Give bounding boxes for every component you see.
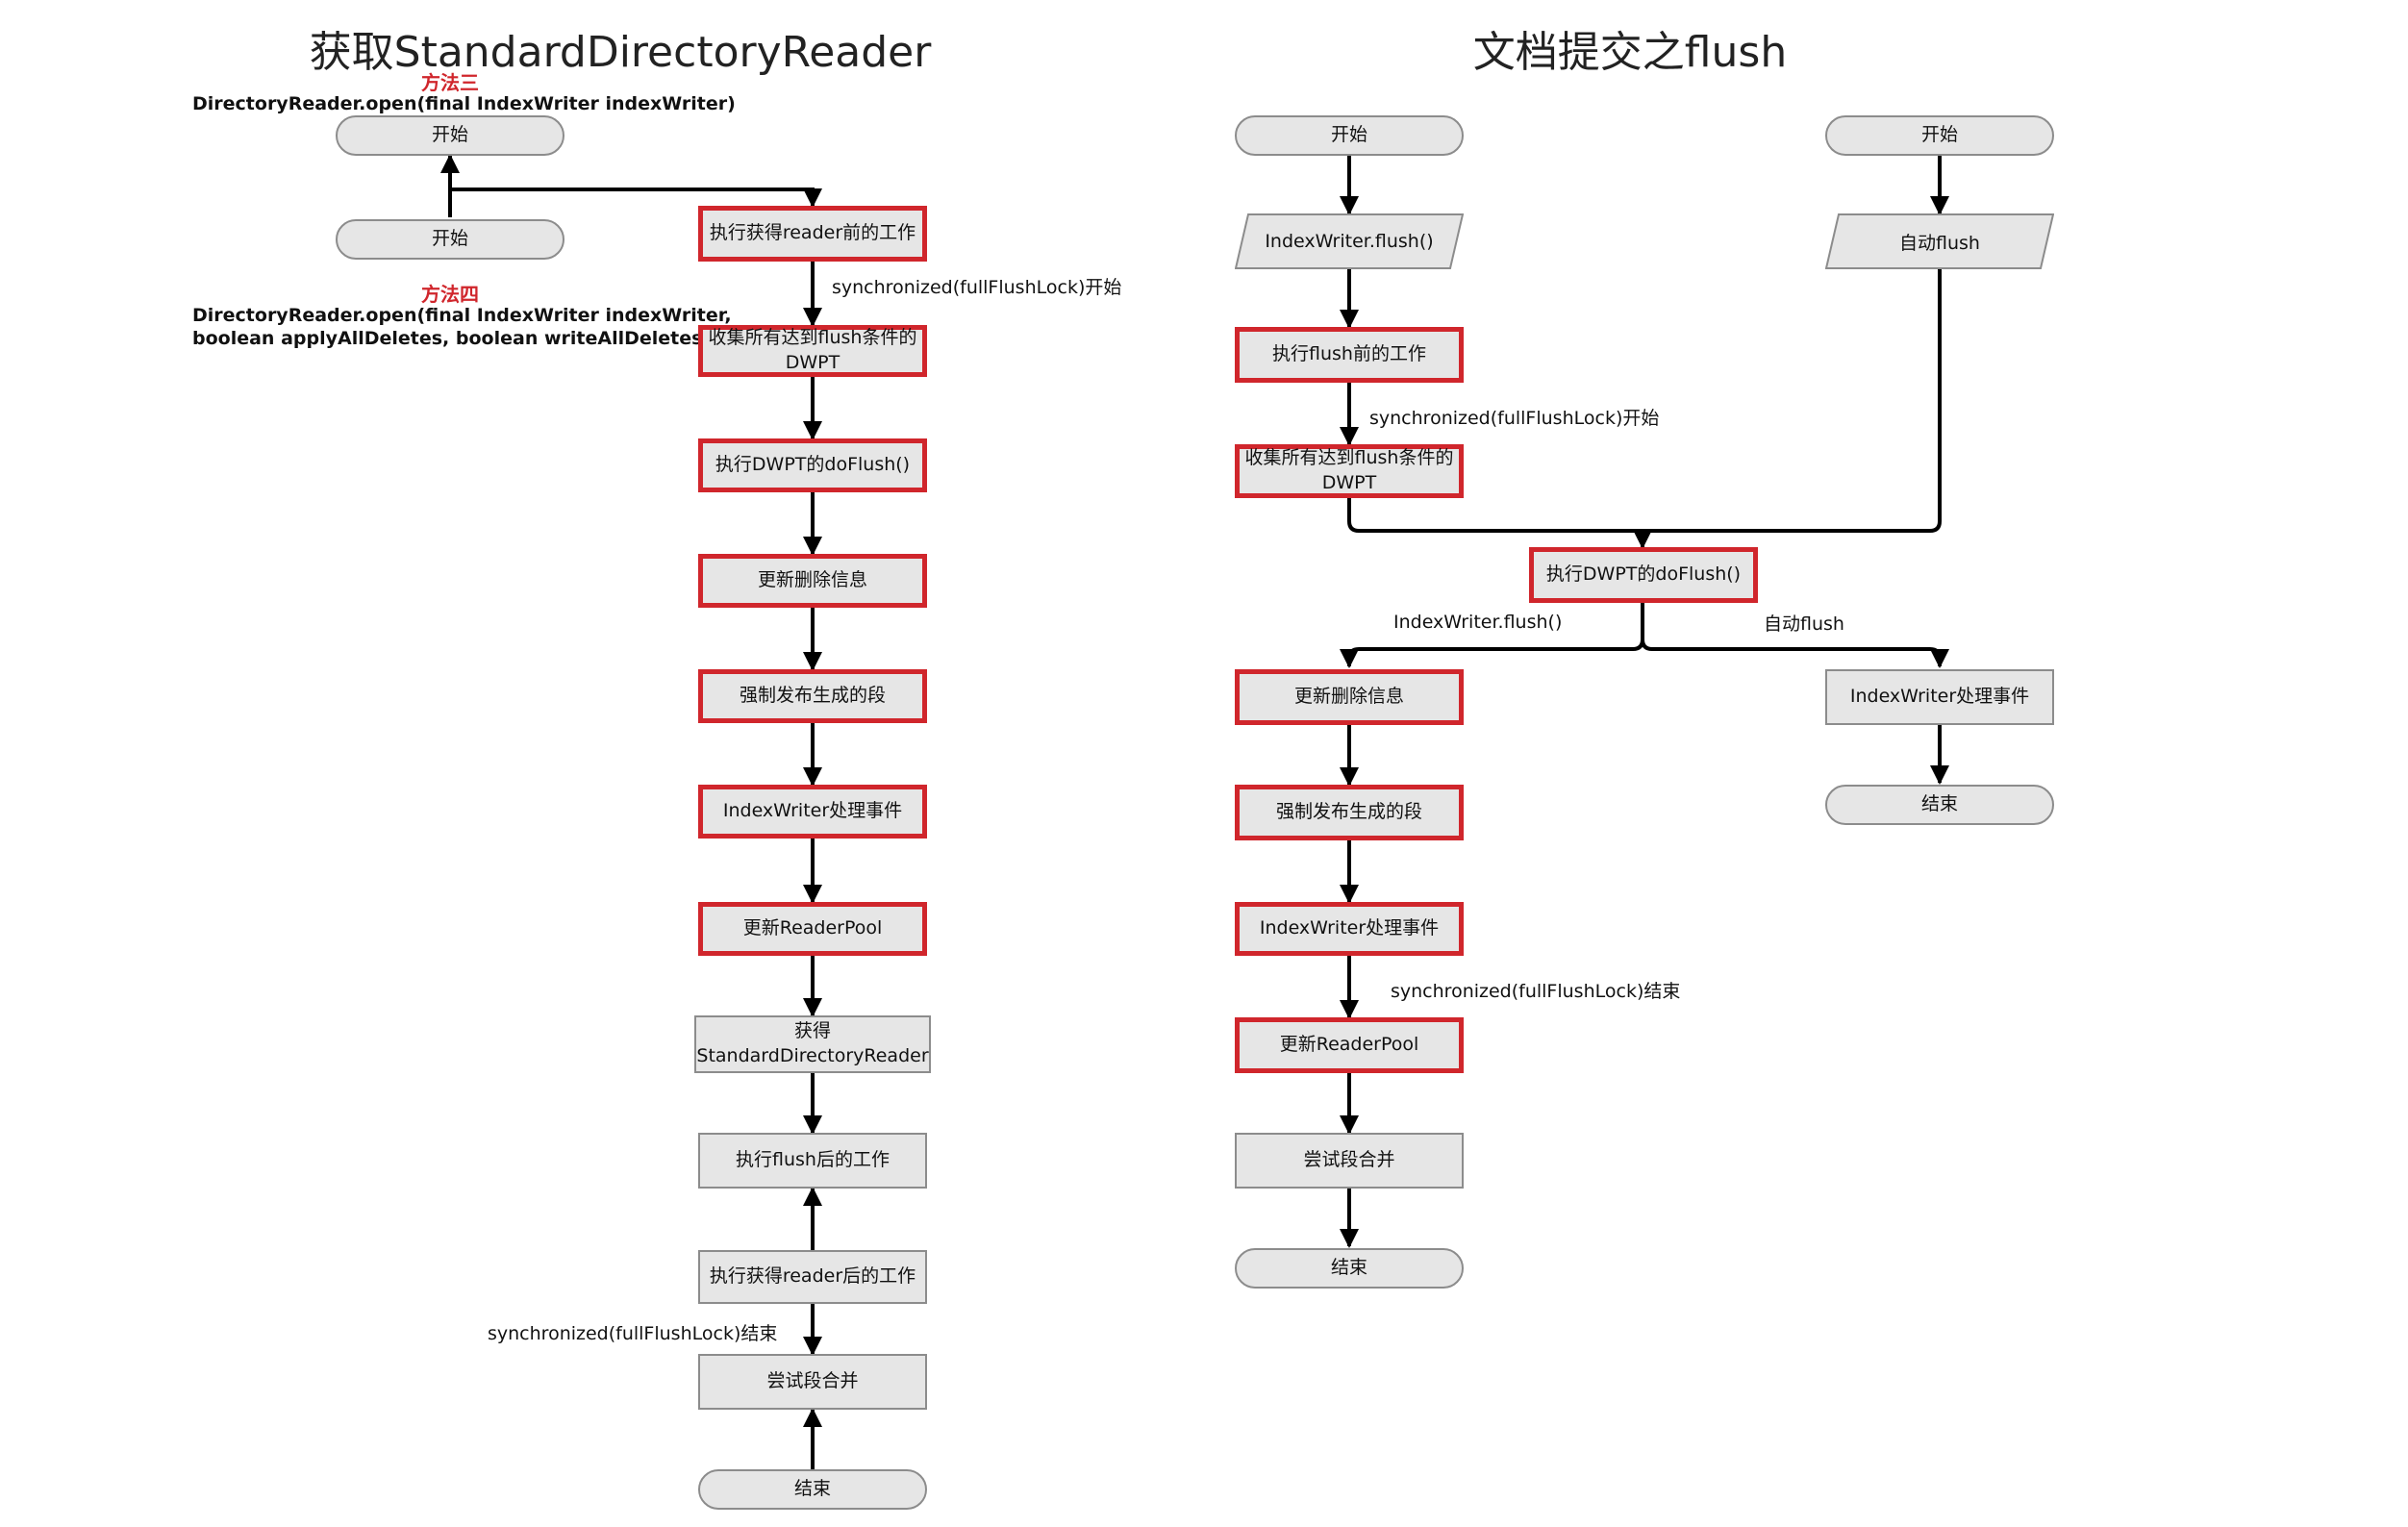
right-step-merge: 尝试段合并 (1235, 1133, 1464, 1189)
left-step-events: IndexWriter处理事件 (698, 785, 927, 839)
right-sync-start-label: synchronized(fullFlushLock)开始 (1369, 408, 1660, 429)
right-step-events: IndexWriter处理事件 (1235, 902, 1464, 956)
method4-signature-line2: boolean applyAllDeletes, boolean writeAl… (192, 328, 712, 349)
right-step-publish: 强制发布生成的段 (1235, 785, 1464, 840)
left-step-update-deletes: 更新删除信息 (698, 554, 927, 608)
method4-signature-line1: DirectoryReader.open(final IndexWriter i… (192, 305, 732, 326)
right-step-events-auto: IndexWriter处理事件 (1825, 669, 2054, 725)
right-branch-auto-label: 自动flush (1764, 613, 1844, 635)
right-start-right: 开始 (1825, 115, 2054, 156)
connector-start-to-pre-reader (450, 188, 822, 208)
right-step-collect: 收集所有达到flush条件的DWPT (1235, 444, 1464, 498)
left-step-end: 结束 (698, 1469, 927, 1510)
right-input-auto-label: 自动flush (1899, 232, 1980, 254)
right-input-flush: IndexWriter.flush() (1235, 213, 1464, 269)
left-step-post-reader: 执行获得reader后的工作 (698, 1250, 927, 1304)
left-step-collect: 收集所有达到flush条件的DWPT (698, 325, 927, 377)
connector-r-doflush-branch-right (1641, 638, 1949, 668)
left-step-do-flush: 执行DWPT的doFlush() (698, 438, 927, 492)
left-sync-start-label: synchronized(fullFlushLock)开始 (832, 277, 1122, 298)
right-input-auto: 自动flush (1825, 213, 2054, 269)
left-sync-end-label: synchronized(fullFlushLock)结束 (488, 1323, 778, 1344)
parallelogram-shape (1825, 213, 2054, 269)
method3-tag: 方法三 (421, 71, 479, 94)
right-title: 文档提交之flush (1472, 28, 1788, 77)
left-step-post-flush: 执行flush后的工作 (698, 1133, 927, 1189)
right-input-flush-label: IndexWriter.flush() (1265, 231, 1434, 252)
left-step-publish: 强制发布生成的段 (698, 669, 927, 723)
left-step-merge: 尝试段合并 (698, 1354, 927, 1410)
right-branch-flush-label: IndexWriter.flush() (1393, 612, 1563, 633)
left-start-bottom: 开始 (336, 219, 564, 260)
left-step-reader-pool: 更新ReaderPool (698, 902, 927, 956)
connector-r-auto-to-doflush (1643, 269, 1942, 533)
right-step-pre-flush: 执行flush前的工作 (1235, 327, 1464, 383)
right-step-update-deletes: 更新删除信息 (1235, 669, 1464, 725)
left-step-get-reader: 获得StandardDirectoryReader (694, 1015, 931, 1073)
method3-signature: DirectoryReader.open(final IndexWriter i… (192, 93, 736, 114)
right-step-end-auto: 结束 (1825, 785, 2054, 825)
method4-tag: 方法四 (421, 283, 479, 306)
left-step-pre-reader: 执行获得reader前的工作 (698, 206, 927, 262)
right-sync-end-label: synchronized(fullFlushLock)结束 (1391, 981, 1681, 1002)
left-title: 获取StandardDirectoryReader (309, 28, 932, 77)
left-start-top: 开始 (336, 115, 564, 156)
parallelogram-shape (1235, 213, 1464, 269)
connector-r-collect-to-doflush (1347, 498, 1652, 549)
right-step-reader-pool: 更新ReaderPool (1235, 1017, 1464, 1073)
right-step-do-flush: 执行DWPT的doFlush() (1529, 547, 1758, 603)
right-start-left: 开始 (1235, 115, 1464, 156)
right-step-end: 结束 (1235, 1248, 1464, 1289)
